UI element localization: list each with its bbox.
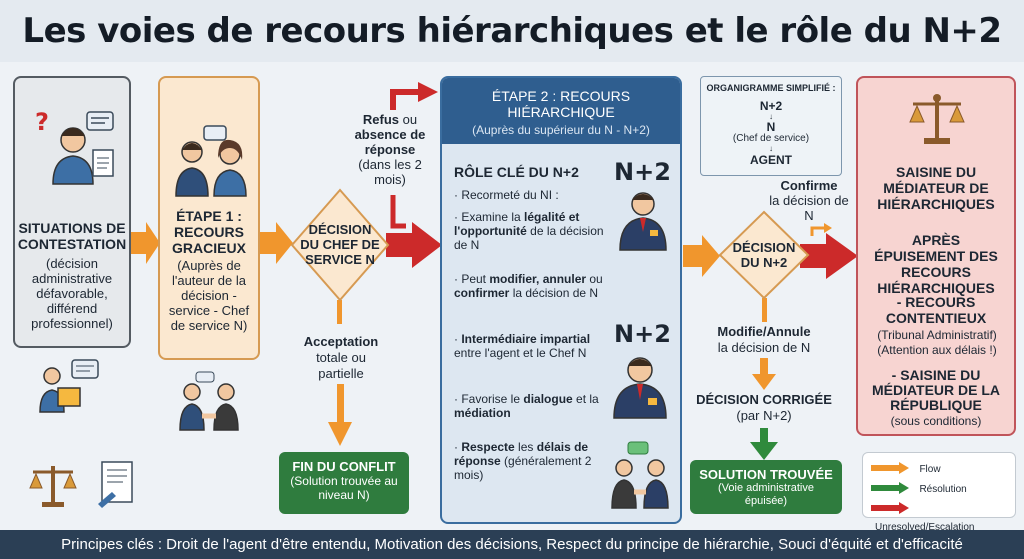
arrow-modifie-to-corrigee [760, 358, 768, 376]
solution-detail: (Voie administrative épuisée) [718, 482, 814, 507]
org-n-sub: (Chef de service) [732, 133, 810, 144]
org-n2: N+2 [759, 99, 783, 113]
refus-word4: (dans les 2 mois) [358, 157, 422, 187]
decision-chef-label: DÉCISION DU CHEF DE SERVICE N [300, 222, 380, 267]
arrow-etape2-to-decision-n2 [683, 235, 720, 277]
etape1-title: ÉTAPE 1 : RECOURS GRACIEUX [172, 208, 246, 256]
role-title: RÔLE CLÉ DU N+2 [454, 164, 579, 180]
decision-chef-diamond [290, 188, 390, 302]
acceptation-bold: Acceptation [303, 334, 379, 349]
etape2-subtitle: (Auprès du supérieur du N - N+2) [472, 123, 650, 137]
bullet-0: · Recormeté du NI : [454, 188, 559, 202]
mediateur-box: SAISINE DU MÉDIATEUR DE HIÉRARCHIQUES AP… [856, 76, 1016, 436]
corrigee-bold: DÉCISION CORRIGÉE [696, 392, 832, 407]
n2-label-top: N+2 [614, 158, 671, 186]
handshake-icon [611, 441, 669, 509]
two-people-talking-icon [175, 125, 247, 197]
modifie-rest: la décision de N [717, 340, 811, 355]
bullet-5: · Respecte les délais de réponse (généra… [454, 440, 592, 482]
acceptation-text: Acceptation totale ou partielle [296, 334, 386, 382]
modifie-text: Modifie/Annule la décision de N [708, 324, 820, 356]
rc-detail: (Tribunal Administratif) (Attention aux … [862, 328, 1012, 358]
med-detail: (sous conditions) [890, 414, 982, 428]
legend-item-resolution: Résolution [871, 479, 967, 497]
org-title: ORGANIGRAMME SIMPLIFIÉ : [706, 83, 836, 93]
mediateur-title: SAISINE DU MÉDIATEUR DE HIÉRARCHIQUES [877, 164, 995, 212]
n2-label-bottom: N+2 [614, 320, 671, 348]
confirme-text: Confirme la décision de N [768, 178, 850, 223]
modifie-bold: Modifie/Annule [717, 324, 811, 339]
situations-detail: (décision administrative défavorable, di… [31, 256, 113, 331]
corrigee-text: DÉCISION CORRIGÉE (par N+2) [694, 392, 834, 424]
arrow-refus-top [390, 89, 420, 110]
signed-document-icon [98, 461, 133, 508]
solution-box: SOLUTION TROUVÉE (Voie administrative ép… [690, 460, 842, 514]
handshake-icon [179, 371, 239, 431]
confirme-bold: Confirme [780, 178, 838, 193]
confused-person-icon: ? [35, 108, 114, 185]
etape1-box: ÉTAPE 1 : RECOURS GRACIEUX (Auprès de l'… [158, 76, 260, 360]
org-n: N [766, 120, 776, 134]
footer-principles: Principes clés : Droit de l'agent d'être… [0, 530, 1024, 559]
person-document-icon [39, 359, 99, 413]
bullet-1: · Examine la légalité et l'opportunité d… [454, 210, 604, 252]
solution-title: SOLUTION TROUVÉE [699, 467, 833, 482]
scales-icon [29, 466, 77, 507]
corrigee-rest: (par N+2) [736, 408, 792, 423]
refus-word2: ou [402, 112, 418, 127]
etape2-box: ÉTAPE 2 : RECOURS HIÉRARCHIQUE (Auprès d… [440, 76, 682, 524]
etape1-detail: (Auprès de l'auteur de la décision - ser… [168, 258, 250, 333]
legend: Flow Résolution Unresolved/Escalation [862, 452, 1016, 533]
bullet-2: · Peut modifier, annuler ou confirmer la… [454, 272, 603, 300]
legend-label-flow: Flow [919, 464, 941, 475]
svg-text:?: ? [35, 108, 49, 136]
situations-box: ? SITUATIONS DE CONTESTATION (décision a… [13, 76, 131, 348]
legend-arrow-resolution [871, 481, 909, 494]
confirme-rest: la décision de N [769, 193, 849, 223]
manager-icon [619, 192, 667, 251]
fin-detail: (Solution trouvée au niveau N) [290, 474, 398, 502]
bullet-4: · Favorise le dialogue et la médiation [454, 392, 599, 420]
org-agent: AGENT [750, 153, 792, 167]
refus-word1: Refus [362, 112, 400, 127]
mediateur-after: APRÈS ÉPUISEMENT DES RECOURS HIÉRARCHIQU… [874, 232, 998, 296]
acceptation-rest: totale ou partielle [316, 350, 366, 381]
med-title: - SAISINE DU MÉDIATEUR DE LA RÉPUBLIQUE [871, 367, 1001, 413]
rc-detail-1: (Tribunal Administratif) [877, 328, 997, 342]
refus-word3: absence de réponse [354, 127, 426, 157]
situations-title: SITUATIONS DE CONTESTATION [17, 220, 127, 252]
legend-label-escalation: Unresolved/Escalation [875, 522, 975, 533]
arrow-decision-n2-to-mediateur [800, 233, 858, 279]
fin-title: FIN DU CONFLIT [292, 459, 396, 474]
legend-arrow-flow [871, 461, 909, 474]
arrow-acceptation-to-fin [337, 384, 344, 424]
rc-title: - RECOURS CONTENTIEUX [885, 294, 987, 326]
arrow-corrigee-to-solution [760, 428, 768, 444]
arrow-etape1-to-decision [260, 222, 293, 264]
refus-text: Refus ou absence de réponse (dans les 2 … [352, 112, 428, 187]
etape2-header: ÉTAPE 2 : RECOURS HIÉRARCHIQUE (Auprès d… [442, 78, 680, 144]
bullet-3: · Intermédiaire impartial entre l'agent … [454, 332, 591, 360]
legend-label-resolution: Résolution [919, 484, 967, 495]
etape2-title: ÉTAPE 2 : RECOURS HIÉRARCHIQUE [491, 88, 631, 120]
fin-conflit-box: FIN DU CONFLIT (Solution trouvée au nive… [279, 452, 409, 514]
arrow-refus-bottom [390, 195, 406, 229]
decision-n2-diamond [718, 210, 810, 300]
manager-icon [613, 357, 667, 419]
scales-icon [909, 94, 965, 144]
legend-item-escalation: Unresolved/Escalation [871, 499, 1015, 535]
decision-n2-label: DÉCISION DU N+2 [732, 240, 796, 270]
arrow-decision-to-etape2 [386, 222, 442, 268]
arrow-situations-to-etape1 [131, 222, 160, 264]
organigramme-box: ORGANIGRAMME SIMPLIFIÉ : N+2 ↓ N (Chef d… [700, 76, 842, 176]
page-title: Les voies de recours hiérarchiques et le… [0, 0, 1024, 62]
legend-item-flow: Flow [871, 459, 941, 477]
rc-detail-2: (Attention aux délais !) [877, 343, 997, 357]
legend-arrow-escalation [871, 501, 909, 514]
